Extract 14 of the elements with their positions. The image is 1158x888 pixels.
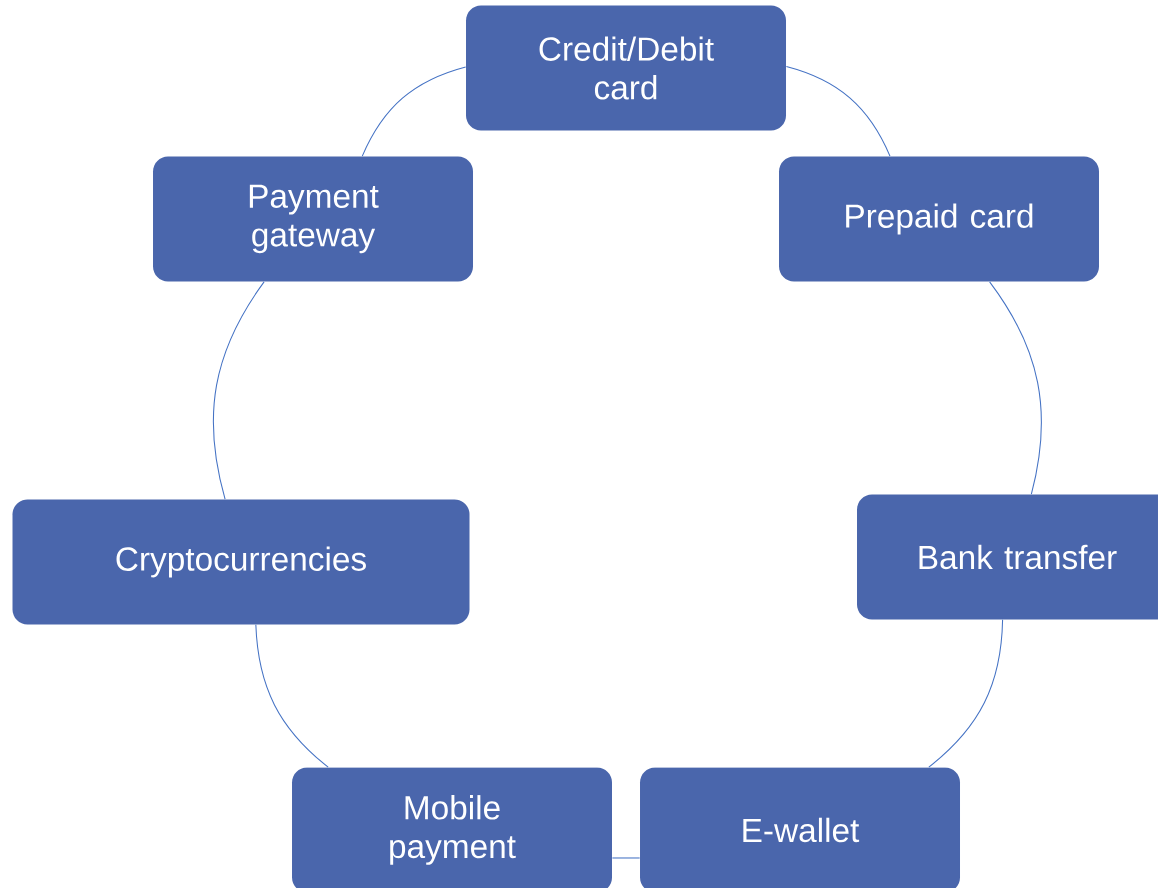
payment-method-box: Bank transfer <box>857 494 1158 620</box>
connector-arc <box>361 66 467 157</box>
payment-method-box: Cryptocurrencies <box>12 499 470 625</box>
payment-method-box: Mobile payment <box>292 767 612 888</box>
connector-arc <box>212 281 265 500</box>
connector-arc <box>989 281 1042 495</box>
payment-method-box: Credit/Debit card <box>466 5 786 131</box>
connector-arc <box>255 624 329 768</box>
connector-arc <box>928 619 1004 768</box>
payment-method-box: E-wallet <box>640 767 960 888</box>
connector-arc <box>785 66 891 157</box>
payment-method-box: Prepaid card <box>779 156 1099 282</box>
connector-line <box>611 857 641 859</box>
payment-method-box: Payment gateway <box>153 156 473 282</box>
